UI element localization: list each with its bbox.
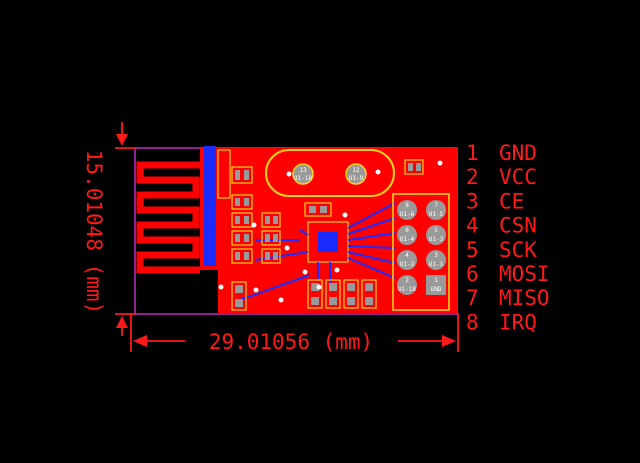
header-pad-ref: U1-6	[400, 211, 415, 218]
height-dimension-label: 15.01048 (mm)	[82, 150, 106, 314]
header-pad-6: 6U1-4	[397, 225, 417, 245]
antenna-feed-bottom-layer	[204, 146, 216, 266]
pinout-row: 2 VCC	[466, 165, 537, 189]
header-pad-3: 3U1-1	[426, 250, 446, 270]
arrow-right-icon	[442, 335, 456, 347]
pin-number: 2	[466, 165, 479, 189]
pin-number: 5	[466, 238, 479, 262]
header-pad-num: 6	[405, 227, 409, 234]
crystal-pad-12: 12 U1-9	[345, 163, 367, 185]
pin-number: 4	[466, 214, 479, 238]
bottom-layer-traces	[239, 202, 396, 301]
pin-name: MISO	[499, 286, 550, 310]
header-pad-ref: U1-5	[429, 211, 444, 218]
arrow-up-icon	[116, 316, 128, 328]
crystal-pad-13-ref: U1-18	[294, 175, 312, 182]
ic-u1	[307, 221, 349, 263]
crystal-pad-12-ref: U1-9	[349, 175, 364, 182]
pin-name: GND	[499, 141, 537, 165]
pinout-row: 1 GND	[466, 141, 537, 165]
header-pad-ref: U1-4	[400, 236, 415, 243]
header-pad-ref: U1-18	[398, 286, 416, 293]
width-dimension-label: 29.01056 (mm)	[209, 330, 373, 354]
pinout-row: 3 CE	[466, 189, 524, 213]
pinout-row: 6 MOSI	[466, 262, 550, 286]
crystal-pad-12-num: 12	[352, 167, 360, 174]
pin-name: CE	[499, 189, 524, 213]
pinout-list: 1 GND 2 VCC 3 CE 4 CSN 5 SCK 6 MOSI 7 MISO 8 IRQ	[466, 141, 550, 334]
header-pad-num: 2	[405, 277, 409, 284]
crystal-pad-13: 13 U1-18	[292, 163, 314, 185]
header-pad-num: 4	[405, 252, 409, 259]
header-pad-ref: U1-1	[429, 261, 444, 268]
pin-number: 6	[466, 262, 479, 286]
header-pad-7: 7U1-5	[426, 200, 446, 220]
pin-number: 3	[466, 189, 479, 213]
header-pad-num: 8	[405, 202, 409, 209]
vias	[218, 160, 443, 303]
width-dimension	[130, 313, 459, 352]
pin-name: VCC	[499, 165, 537, 189]
component-pads	[235, 163, 421, 307]
arrow-left-icon	[133, 335, 147, 347]
header-pad-num: 3	[434, 252, 438, 259]
pin-name: IRQ	[499, 310, 537, 334]
header-connector-outline	[392, 193, 450, 311]
header-pad-2: 2U1-18	[397, 275, 417, 295]
pin-number: 1	[466, 141, 479, 165]
pin-number: 7	[466, 286, 479, 310]
arrow-down-icon	[116, 134, 128, 146]
header-pad-ref: GND	[431, 286, 442, 293]
pin-name: MOSI	[499, 262, 550, 286]
pinout-row: 5 SCK	[466, 238, 537, 262]
crystal-silkscreen	[265, 149, 395, 197]
pinout-row: 4 CSN	[466, 214, 537, 238]
pin-number: 8	[466, 310, 479, 334]
height-dimension	[115, 122, 135, 336]
header-pad-5: 5U1-3	[426, 225, 446, 245]
header-pad-num: 1	[434, 277, 438, 284]
passive-components	[217, 149, 424, 311]
header-pad-8: 8U1-6	[397, 200, 417, 220]
pin-name: SCK	[499, 238, 537, 262]
pcb-antenna-trace	[136, 150, 212, 274]
header-pad-ref: U1-2	[400, 261, 415, 268]
header-pad-num: 7	[434, 202, 438, 209]
pin-name: CSN	[499, 214, 537, 238]
header-pad-num: 5	[434, 227, 438, 234]
pinout-row: 8 IRQ	[466, 310, 537, 334]
crystal-pad-13-num: 13	[299, 167, 307, 174]
header-pad-4: 4U1-2	[397, 250, 417, 270]
pinout-row: 7 MISO	[466, 286, 550, 310]
header-pad-ref: U1-3	[429, 236, 444, 243]
